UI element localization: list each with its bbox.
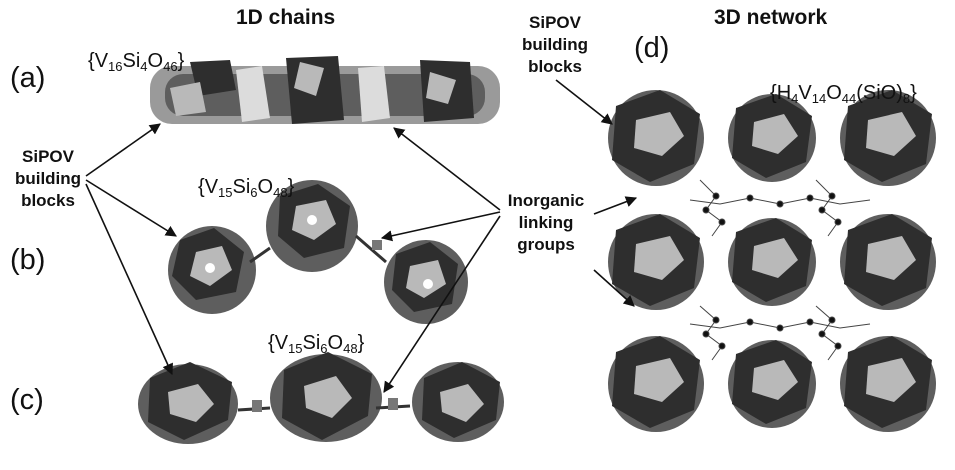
arrow-inorganic-to-d-lower bbox=[593, 269, 635, 307]
formula-d-o: O bbox=[826, 82, 842, 104]
formula-c-v-count: 15 bbox=[288, 341, 303, 356]
arrows bbox=[85, 79, 638, 393]
formula-b-si: Si bbox=[232, 176, 251, 198]
formula-b-o: O bbox=[257, 176, 274, 198]
arrow-left-to-b bbox=[85, 179, 177, 237]
arrow-inorganic-to-a bbox=[393, 127, 501, 211]
panel-label-c: (c) bbox=[10, 384, 44, 416]
sipov-left-line3: blocks bbox=[21, 191, 75, 210]
formula-c-si: Si bbox=[302, 332, 321, 354]
formula-b: {V15Si6O48} bbox=[198, 176, 294, 199]
formula-d-h-count: 4 bbox=[791, 91, 799, 106]
sipov-left-line2: building bbox=[14, 169, 82, 188]
formula-b-si-count: 6 bbox=[250, 185, 258, 200]
sipov-label-left: SiPOV building blocks bbox=[8, 146, 88, 212]
sipov-left-line1: SiPOV bbox=[22, 147, 74, 166]
formula-d-h: H bbox=[776, 82, 792, 104]
chain-c-structure bbox=[138, 352, 504, 444]
formula-b-open: { bbox=[198, 176, 205, 198]
arrow-inorganic-to-d-upper bbox=[593, 196, 638, 215]
formula-c-o-count: 48 bbox=[343, 341, 358, 356]
arrow-left-to-a bbox=[85, 123, 161, 177]
chain-a-structure bbox=[150, 56, 500, 124]
formula-a-o-count: 46 bbox=[163, 59, 178, 74]
chain-b-structure bbox=[168, 180, 468, 324]
formula-a-v-count: 16 bbox=[108, 59, 123, 74]
formula-a-si: Si bbox=[122, 50, 141, 72]
inorganic-line3: groups bbox=[517, 235, 575, 254]
formula-d-sio-count: 8 bbox=[902, 91, 911, 106]
network-cluster bbox=[840, 336, 936, 432]
formula-d-o-count: 44 bbox=[841, 91, 857, 106]
formula-d-close: } bbox=[910, 82, 917, 104]
network-cluster bbox=[840, 214, 936, 310]
sipov-right-line3: blocks bbox=[528, 57, 582, 76]
network-cluster bbox=[608, 90, 704, 186]
formula-a-v: V bbox=[94, 50, 109, 72]
formula-a-open: { bbox=[88, 50, 95, 72]
formula-d-open: { bbox=[770, 82, 777, 104]
inorganic-linking-label: Inorganic linking groups bbox=[496, 190, 596, 256]
formula-b-close: } bbox=[287, 176, 295, 198]
arrow-inorganic-to-b bbox=[380, 211, 501, 242]
formula-d-sio: (SiO) bbox=[856, 82, 903, 104]
sipov-right-line2: building bbox=[521, 35, 589, 54]
formula-b-v: V bbox=[204, 176, 219, 198]
formula-c-open: { bbox=[268, 332, 275, 354]
formula-c-v: V bbox=[274, 332, 289, 354]
formula-c-o: O bbox=[327, 332, 344, 354]
formula-a: {V16Si4O46} bbox=[88, 50, 184, 73]
formula-c-si-count: 6 bbox=[320, 341, 328, 356]
panel-label-b: (b) bbox=[10, 244, 46, 276]
network-cluster bbox=[728, 218, 816, 306]
formula-c: {V15Si6O48} bbox=[268, 332, 364, 355]
heading-3d-network: 3D network bbox=[714, 6, 828, 29]
panel-label-d: (d) bbox=[634, 32, 670, 64]
network-cluster bbox=[728, 340, 816, 428]
formula-d-v-count: 14 bbox=[811, 91, 827, 106]
inorganic-line2: linking bbox=[518, 213, 574, 232]
formula-d-v: V bbox=[798, 82, 812, 104]
sipov-label-right: SiPOV building blocks bbox=[510, 12, 600, 78]
network-cluster bbox=[840, 90, 936, 186]
network-d-structure bbox=[608, 90, 936, 432]
formula-a-si-count: 4 bbox=[140, 59, 148, 74]
formula-a-close: } bbox=[177, 50, 185, 72]
arrow-inorganic-to-c bbox=[383, 215, 501, 393]
sipov-right-line1: SiPOV bbox=[529, 13, 581, 32]
network-cluster bbox=[728, 94, 816, 182]
formula-b-v-count: 15 bbox=[218, 185, 233, 200]
formula-b-o-count: 48 bbox=[273, 185, 288, 200]
panel-label-a: (a) bbox=[10, 62, 46, 94]
formula-d: {H4V14O44(SiO)8} bbox=[770, 82, 917, 105]
inorganic-line1: Inorganic bbox=[507, 191, 585, 210]
network-cluster bbox=[608, 336, 704, 432]
formula-c-close: } bbox=[357, 332, 365, 354]
arrow-left-to-c bbox=[85, 183, 173, 376]
heading-1d-chains: 1D chains bbox=[236, 6, 336, 29]
network-linkers bbox=[689, 179, 871, 361]
arrow-sipov-to-d bbox=[555, 79, 613, 125]
formula-a-o: O bbox=[147, 50, 164, 72]
network-cluster bbox=[608, 214, 704, 310]
